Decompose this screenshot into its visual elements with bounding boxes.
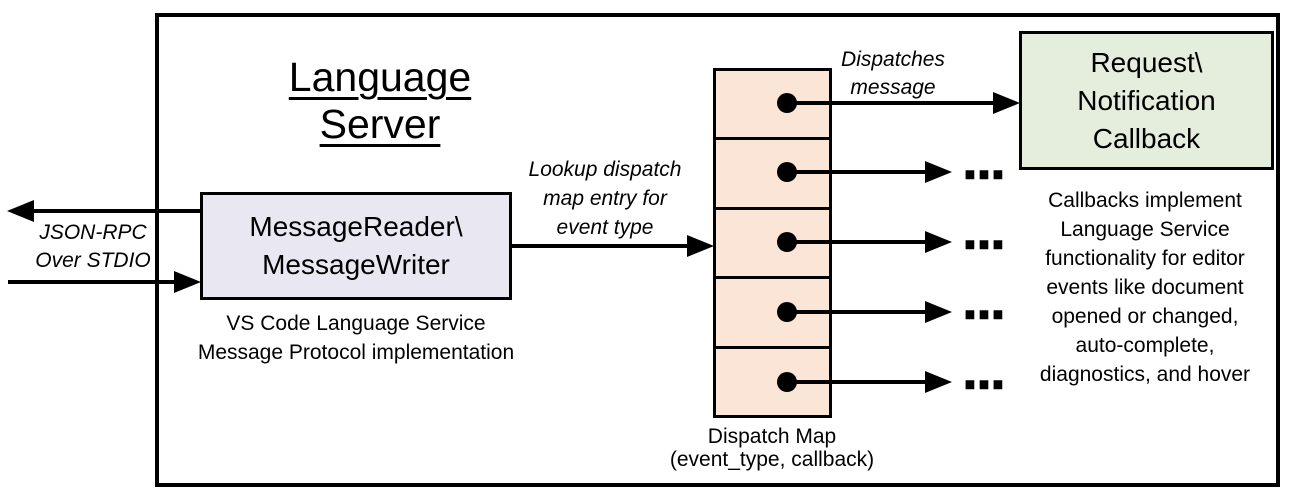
lookup-label-line-2: map entry for [543,187,667,210]
callbacks-note-line-6: auto-complete, [1075,334,1215,357]
stdio-in-arrow [8,271,201,293]
json-rpc-stdio-label: JSON-RPC Over STDIO [8,219,178,275]
lookup-dispatch-label: Lookup dispatch map entry for event type [512,155,698,242]
lookup-arrow [512,235,714,257]
language-server-boundary-box [155,13,1280,487]
message-box-caption-line-2: Message Protocol implementation [197,341,515,364]
arrowhead-right-icon [925,231,952,253]
arrowhead-right-icon [925,371,952,393]
dispatches-message-label: Dispatches message [813,46,973,102]
callbacks-note: Callbacks implement Language Service fun… [1010,186,1280,389]
callbacks-note-line-3: functionality for editor [1045,247,1245,270]
message-box-label-line-1: MessageReader\ [249,211,463,242]
json-rpc-label-line-2: Over STDIO [35,249,151,272]
dispatch-map-cell [716,137,829,206]
request-notification-callback-box: Request\ Notification Callback [1019,31,1274,170]
diagram-title: Language Server [288,54,472,147]
ellipsis-icon: … [962,349,1007,398]
callbacks-note-line-1: Callbacks implement [1048,189,1242,212]
arrowhead-right-icon [993,92,1020,114]
ellipsis-icon: … [962,139,1007,188]
arrowhead-right-icon [687,235,714,257]
message-box-label-line-2: MessageWriter [262,249,450,280]
callbacks-note-line-7: diagnostics, and hover [1039,363,1251,386]
dispatch-map-caption-line-2: (event_type, callback) [669,448,875,471]
dispatch-map-cell [716,345,829,415]
stdio-out-arrow [7,200,200,222]
dispatches-label-line-1: Dispatches [841,48,945,71]
dispatch-arrow-3: … [777,208,1007,259]
dispatch-arrow-4: … [777,278,1007,329]
message-reader-writer-box: MessageReader\ MessageWriter [200,192,512,300]
dispatch-map-caption: Dispatch Map (event_type, callback) [657,425,887,471]
message-box-caption: VS Code Language Service Message Protoco… [186,309,526,367]
dispatch-arrow-2: … [777,138,1007,189]
ellipsis-icon: … [962,279,1007,328]
callbacks-note-line-4: events like document [1046,276,1244,299]
callbacks-note-line-5: opened or changed, [1051,305,1239,328]
arrowhead-right-icon [925,161,952,183]
message-box-caption-line-1: VS Code Language Service [226,312,486,335]
dispatch-map-caption-line-1: Dispatch Map [707,425,837,448]
dispatch-arrow-5: … [777,348,1007,399]
arrowhead-right-icon [174,271,201,293]
ellipsis-icon: … [962,209,1007,258]
callback-box-label-line-3: Callback [1092,122,1201,154]
callback-box-label-line-2: Notification [1077,84,1216,116]
lookup-label-line-1: Lookup dispatch [528,158,682,181]
dispatches-label-line-2: message [850,76,936,99]
lookup-label-line-3: event type [556,216,654,239]
arrowhead-left-icon [7,200,34,222]
arrowhead-right-icon [925,301,952,323]
dispatch-map-cell [716,206,829,276]
dispatch-map-cell [716,276,829,345]
json-rpc-label-line-1: JSON-RPC [39,221,147,244]
callback-box-label-line-1: Request\ [1090,46,1203,78]
callbacks-note-line-2: Language Service [1060,218,1230,241]
dispatch-arrow-1 [777,92,1020,114]
